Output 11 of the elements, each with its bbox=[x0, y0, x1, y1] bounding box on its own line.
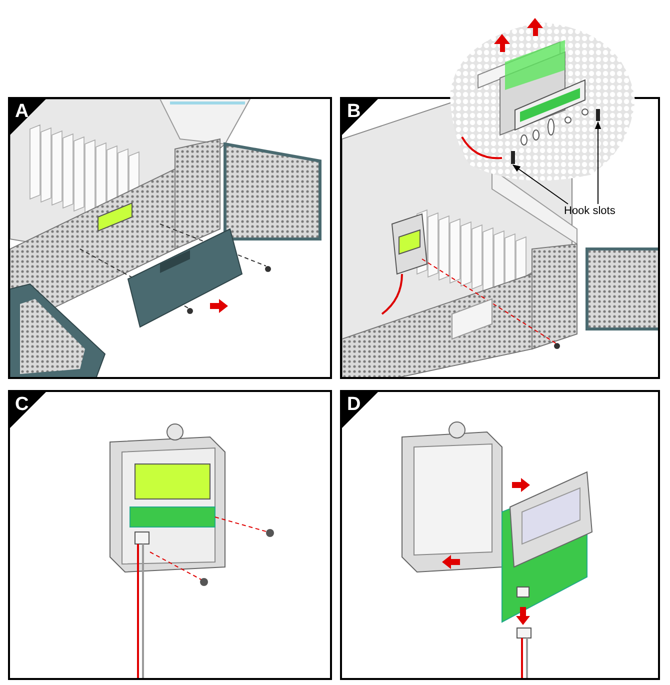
hook-slot bbox=[511, 151, 515, 164]
panel-letter: D bbox=[347, 394, 361, 416]
leader-line bbox=[512, 164, 568, 204]
illustration-panel bbox=[8, 390, 332, 680]
leader-line bbox=[594, 121, 602, 204]
panel-letter: B bbox=[347, 101, 361, 123]
hook-slot bbox=[596, 109, 600, 121]
callout-text: Hook slots bbox=[564, 205, 616, 218]
illustration-panel bbox=[340, 390, 660, 680]
panel-letter: A bbox=[15, 101, 29, 123]
panel-letter: C bbox=[15, 394, 29, 416]
